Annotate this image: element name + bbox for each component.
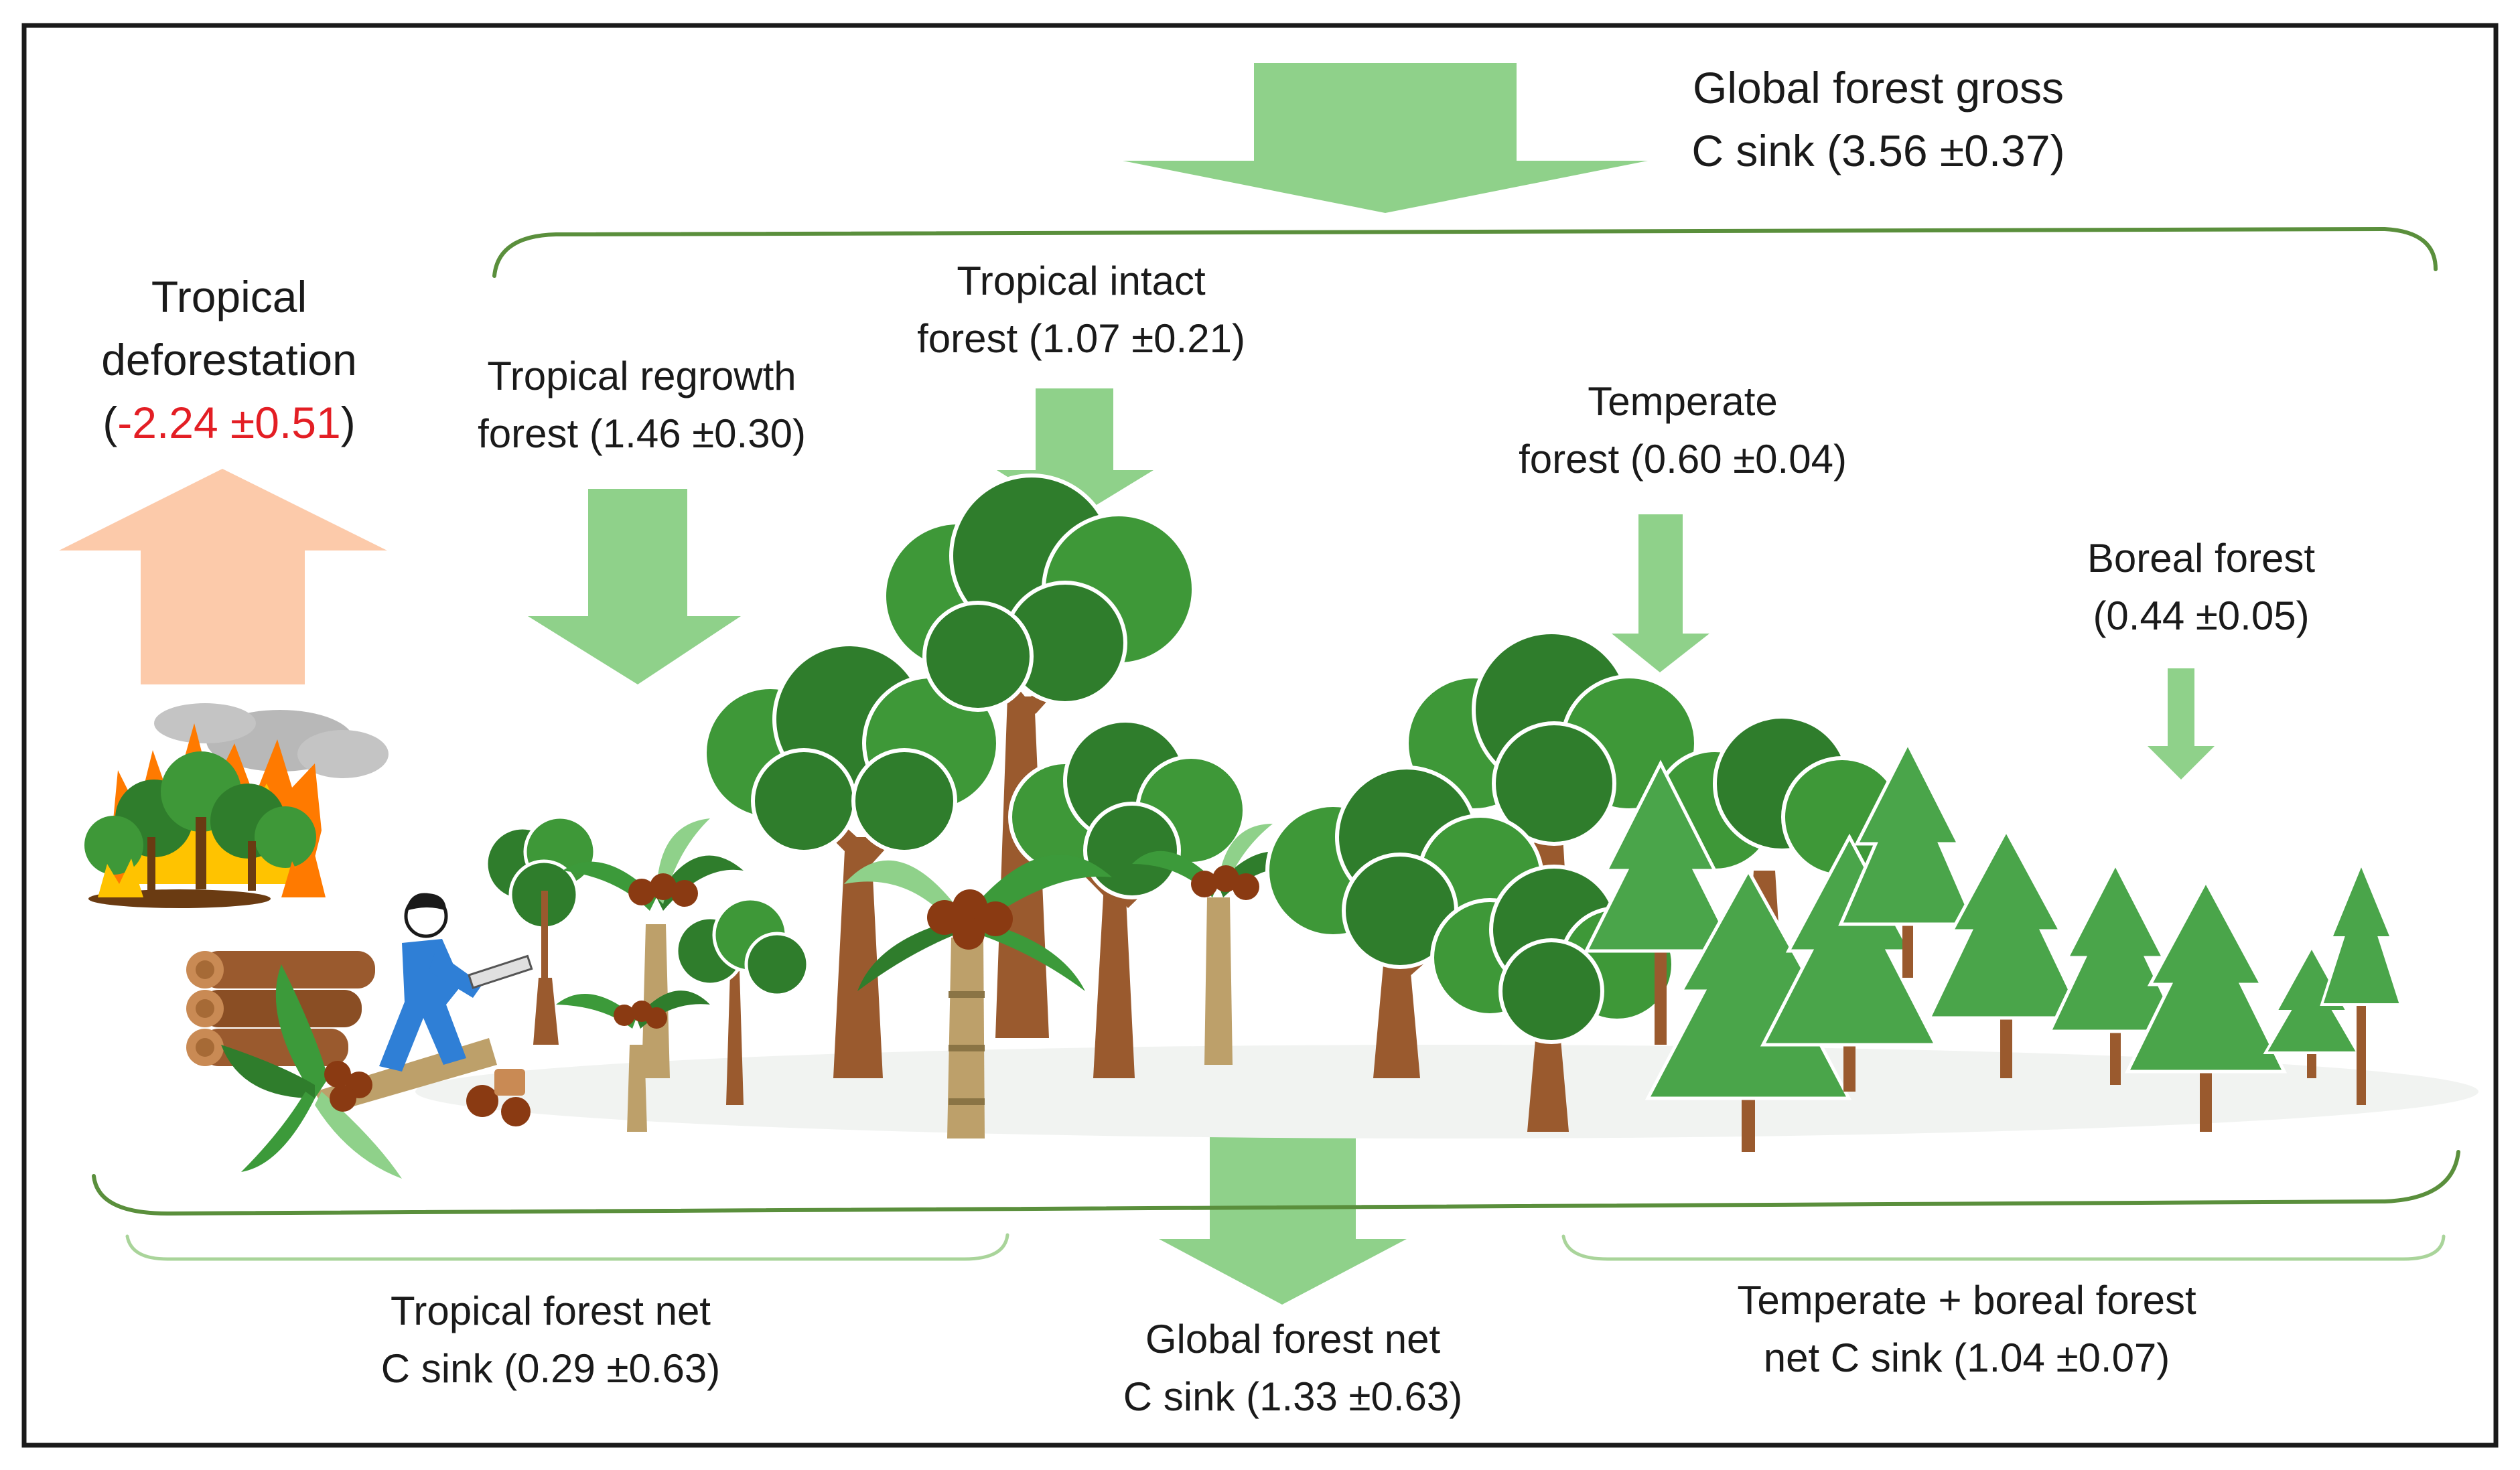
conifer-tree — [1583, 759, 1738, 1045]
tropical-net-bracket — [125, 1233, 1009, 1261]
tropical-net-label-line1: Tropical forest net — [391, 1289, 711, 1333]
deforestation-label-line3: (-2.24 ±0.51) — [102, 398, 355, 447]
global-net-sink-arrow — [1159, 1130, 1407, 1305]
global-gross-label-line1: Global forest gross — [1693, 63, 2064, 113]
temperate-label-line1: Temperate — [1588, 379, 1777, 424]
conifer-tree — [2047, 860, 2184, 1085]
temperate-sink-arrow — [1612, 514, 1709, 672]
logger-figure-illustration — [379, 893, 533, 1072]
deforestation-source-arrow — [59, 469, 387, 684]
forest-ground — [415, 1045, 2478, 1138]
intact-label-line1: Tropical intact — [957, 259, 1206, 303]
regrowth-palm-trees — [556, 818, 744, 1132]
conifer-tree — [2263, 944, 2361, 1078]
forest-floor-bracket — [92, 1150, 2460, 1216]
global-net-label-line2: C sink (1.33 ±0.63) — [1123, 1374, 1462, 1419]
deforestation-paren-open: ( — [102, 398, 117, 447]
deforestation-label-line1: Tropical — [151, 272, 307, 321]
intact-label-line2: forest (1.07 ±0.21) — [917, 316, 1245, 361]
global-gross-bracket — [492, 226, 2438, 278]
tropical-center-palm — [844, 855, 1112, 1138]
tempboreal-net-label-line1: Temperate + boreal forest — [1737, 1278, 2196, 1323]
conifer-tree — [1927, 826, 2086, 1078]
deforestation-value: -2.24 ±0.51 — [117, 398, 340, 447]
tropical-large-tree-left — [703, 642, 1000, 1078]
temperate-label-line2: forest (0.60 ±0.04) — [1519, 437, 1847, 482]
diagram-frame — [21, 23, 2499, 1448]
tropical-net-label-line2: C sink (0.29 ±0.63) — [381, 1346, 720, 1391]
global-gross-label-line2: C sink (3.56 ±0.37) — [1691, 126, 2064, 175]
regrowth-round-tree — [675, 897, 810, 1105]
tropical-small-tree — [484, 815, 597, 1045]
tempboreal-net-bracket — [1561, 1234, 2446, 1261]
global-gross-sink-arrow — [1123, 63, 1648, 213]
conifer-group — [1583, 739, 2403, 1152]
boreal-sink-arrow — [2148, 668, 2215, 780]
deforestation-label-line2: deforestation — [101, 335, 357, 384]
regrowth-sink-arrow — [528, 489, 741, 684]
temperate-broadleaf-front — [1430, 865, 1675, 1132]
conifer-tree — [2124, 877, 2288, 1132]
boreal-label-line2: (0.44 ±0.05) — [2093, 593, 2309, 638]
conifer-tree — [1838, 739, 1977, 978]
global-net-label-line1: Global forest net — [1145, 1317, 1441, 1362]
deforestation-paren-close: ) — [341, 398, 356, 447]
regrowth-label-line2: forest (1.46 ±0.30) — [478, 411, 806, 456]
boreal-label-line1: Boreal forest — [2087, 536, 2315, 581]
conifer-tree — [2320, 860, 2403, 1105]
tempboreal-net-label-line2: net C sink (1.04 ±0.07) — [1764, 1335, 2170, 1380]
regrowth-label-line1: Tropical regrowth — [487, 354, 796, 398]
burning-forest-illustration — [84, 703, 389, 908]
